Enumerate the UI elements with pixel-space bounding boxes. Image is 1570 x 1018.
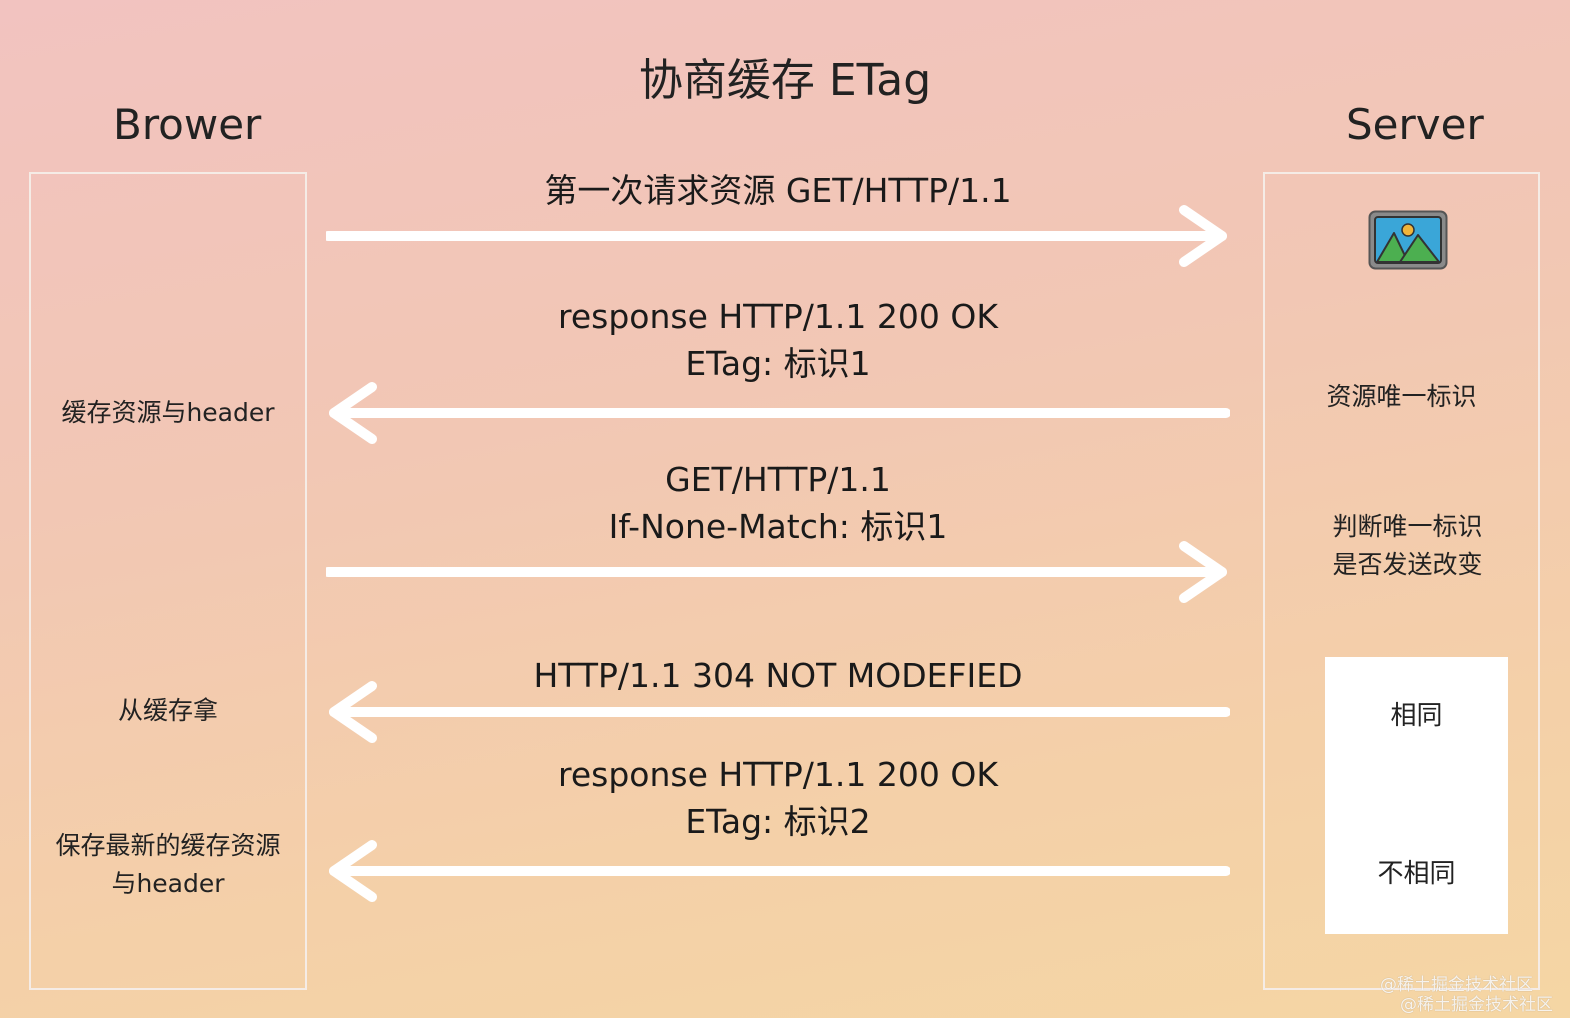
diagram-title: 协商缓存 ETag bbox=[638, 55, 932, 106]
server-panel bbox=[1263, 172, 1540, 990]
message-3-label: GET/HTTP/1.1 If-None-Match: 标识1 bbox=[330, 456, 1226, 550]
message-2-line1: response HTTP/1.1 200 OK bbox=[557, 297, 998, 336]
message-5-line1: response HTTP/1.1 200 OK bbox=[557, 755, 998, 794]
message-4-arrow-left bbox=[326, 680, 1230, 744]
message-1-line1: 第一次请求资源 GET/HTTP/1.1 bbox=[544, 171, 1012, 210]
watermark-text: @稀土掘金技术社区 bbox=[1380, 975, 1533, 995]
message-5-line2: ETag: 标识2 bbox=[685, 802, 871, 841]
decision-different-label: 不相同 bbox=[1377, 859, 1456, 889]
server-note-judge: 判断唯一标识 是否发送改变 bbox=[1286, 508, 1529, 584]
message-2-label: response HTTP/1.1 200 OK ETag: 标识1 bbox=[330, 293, 1226, 387]
browser-note-from-cache: 从缓存拿 bbox=[117, 696, 218, 725]
message-5-label: response HTTP/1.1 200 OK ETag: 标识2 bbox=[330, 751, 1226, 845]
browser-note-cache-header: 缓存资源与header bbox=[61, 398, 275, 427]
server-note-judge-line1: 判断唯一标识 bbox=[1332, 512, 1483, 541]
decision-same-label: 相同 bbox=[1390, 701, 1443, 731]
server-note-unique-id: 资源唯一标识 bbox=[1326, 382, 1477, 411]
browser-panel bbox=[29, 172, 307, 990]
message-5-arrow-left bbox=[326, 839, 1230, 903]
browser-note-save-latest-line1: 保存最新的缓存资源 bbox=[55, 831, 281, 860]
message-2-arrow-left bbox=[326, 381, 1230, 445]
browser-note-save-latest-line2: 与header bbox=[111, 869, 225, 898]
message-2-line2: ETag: 标识1 bbox=[685, 344, 871, 383]
message-3-arrow-right bbox=[326, 540, 1230, 604]
browser-title: Brower bbox=[113, 100, 262, 149]
message-3-line2: If-None-Match: 标识1 bbox=[608, 507, 948, 546]
message-3-line1: GET/HTTP/1.1 bbox=[665, 460, 891, 499]
message-4-label: HTTP/1.1 304 NOT MODEFIED bbox=[330, 652, 1226, 699]
decision-box: 相同 不相同 bbox=[1325, 657, 1508, 934]
browser-note-save-latest: 保存最新的缓存资源 与header bbox=[32, 827, 304, 903]
watermark-text-shadow: @稀土掘金技术社区 bbox=[1400, 995, 1553, 1015]
message-1-arrow-right bbox=[326, 204, 1230, 268]
message-1-label: 第一次请求资源 GET/HTTP/1.1 bbox=[330, 167, 1226, 214]
server-title: Server bbox=[1346, 100, 1484, 149]
image-icon bbox=[1368, 210, 1448, 270]
server-note-judge-line2: 是否发送改变 bbox=[1332, 550, 1483, 579]
message-4-line1: HTTP/1.1 304 NOT MODEFIED bbox=[533, 656, 1023, 695]
